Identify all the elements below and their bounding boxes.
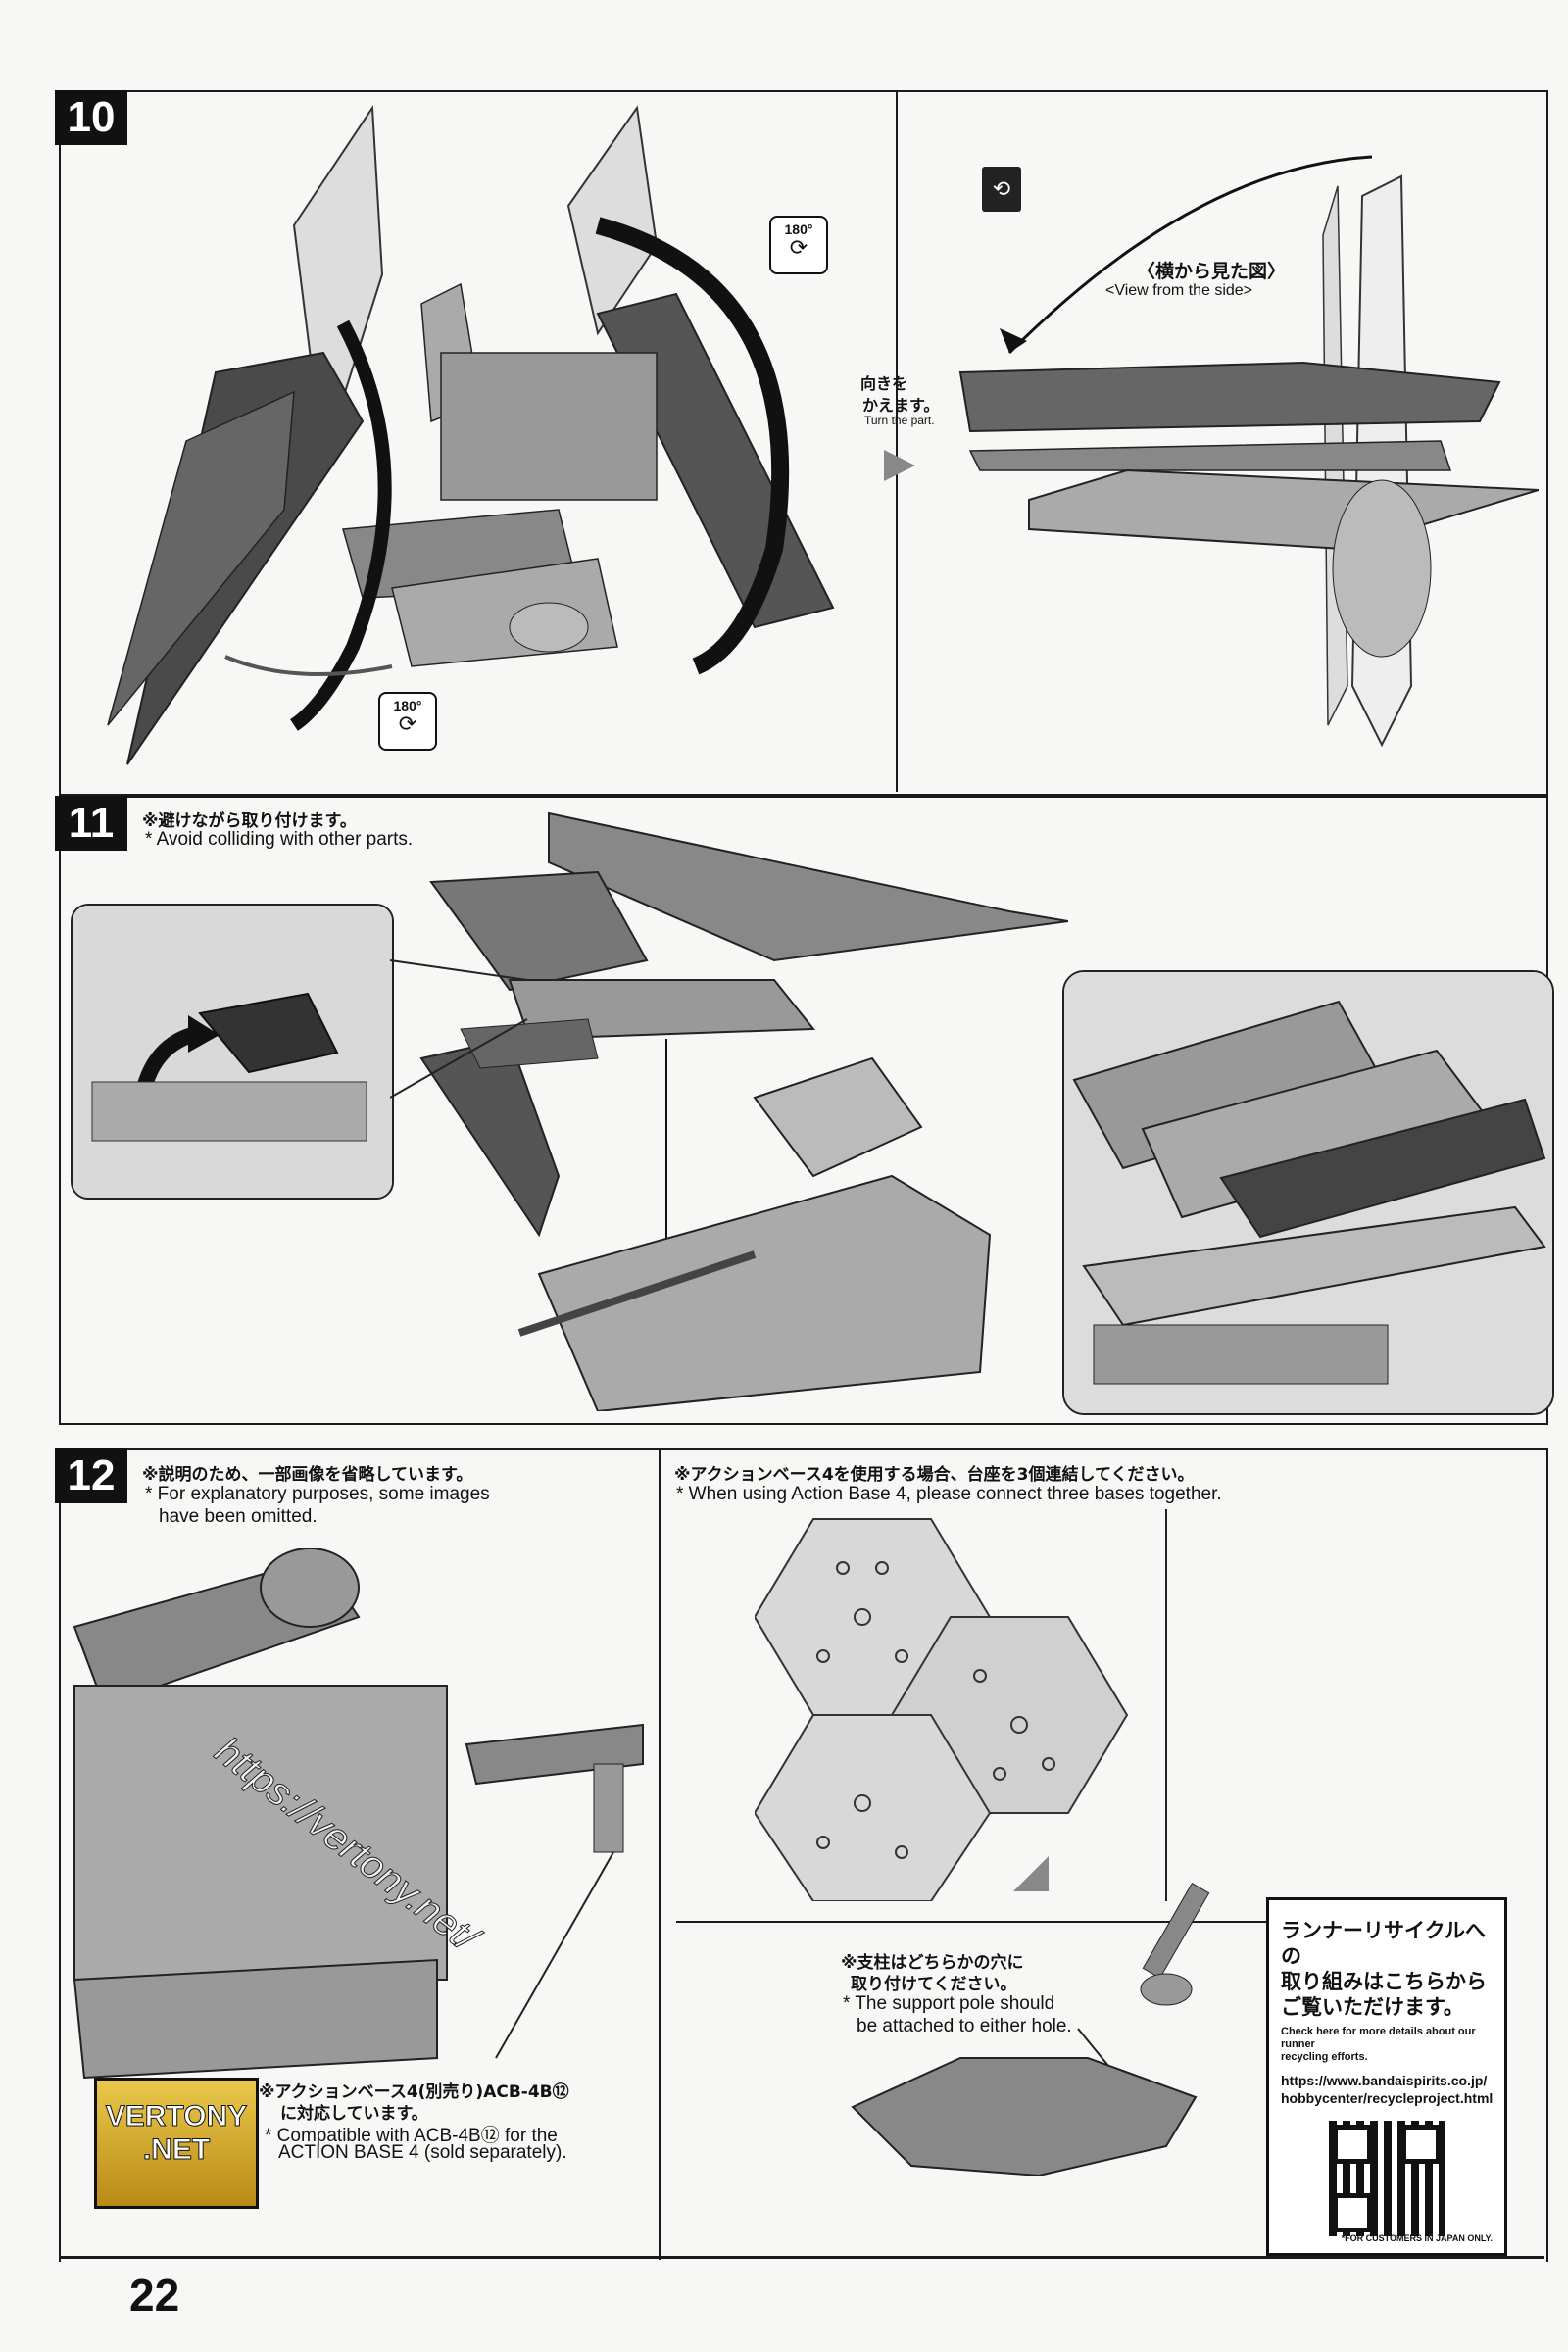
- step-10-panel: [59, 90, 1548, 796]
- recycle-url-1[interactable]: https://www.bandaispirits.co.jp/: [1281, 2073, 1488, 2088]
- rotate-180-badge-bottom: 180° ⟳: [378, 692, 437, 751]
- step-10-wing-illustration: [107, 104, 835, 765]
- step-11-note-jp: ※避けながら取り付けます。: [142, 811, 357, 831]
- step-10-divider: [896, 90, 898, 792]
- pole-note-jp-1: ※支柱はどちらかの穴に: [841, 1953, 1024, 1973]
- detail-illustration: [73, 906, 392, 1198]
- rotate-icon: ⟳: [789, 235, 808, 260]
- base-note-jp: ※アクションベース4を使用する場合、台座を3個連結してください。: [674, 1465, 1195, 1485]
- turn-part-jp-2: かえます。: [862, 396, 940, 415]
- pole-note-jp-2: 取り付けてください。: [851, 1975, 1017, 1994]
- step-11-detail-callout-left: [71, 904, 394, 1200]
- rotate-180-badge-top: 180° ⟳: [769, 216, 828, 274]
- compat-note-jp-2: に対応しています。: [280, 2104, 428, 2124]
- detail-illustration: [1064, 972, 1552, 1413]
- side-view-label-en: <View from the side>: [1105, 282, 1253, 299]
- qr-code-icon[interactable]: [1329, 2121, 1445, 2236]
- recycle-en-2: recycling efforts.: [1281, 2051, 1368, 2063]
- turn-part-en: Turn the part.: [864, 414, 935, 427]
- step-12-assembly-illustration: [73, 1548, 644, 2080]
- callout-lines: [390, 959, 528, 1099]
- rotate-180-label: 180°: [393, 698, 422, 713]
- compat-note-jp-1: ※アクションベース4(別売り)ACB-4B⑫: [259, 2082, 569, 2102]
- step-11-number: 11: [55, 796, 127, 851]
- recycle-en-1: Check here for more details about our ru…: [1281, 2026, 1476, 2050]
- step-11-main-illustration: [419, 811, 1068, 1411]
- page-bottom-rule: [59, 2256, 1544, 2259]
- logo-line-2: .NET: [142, 2133, 211, 2167]
- recycle-jp-3: ご覧いただけます。: [1281, 1995, 1464, 2019]
- step-12-horizontal-rule: [676, 1921, 1284, 1923]
- step-12-note-en-2: have been omitted.: [159, 1506, 318, 1527]
- recycle-footer: *FOR CUSTOMERS IN JAPAN ONLY.: [1341, 2233, 1493, 2243]
- side-view-icon: ⟲: [982, 167, 1021, 212]
- step-10-side-illustration: [958, 155, 1539, 748]
- step-12-note-jp: ※説明のため、一部画像を省略しています。: [142, 1465, 473, 1485]
- turn-part-jp-1: 向きを: [860, 374, 908, 393]
- rotate-180-label: 180°: [784, 221, 813, 237]
- down-arrow-icon: [1013, 1856, 1049, 1891]
- recycle-jp-1: ランナーリサイクルへの: [1281, 1919, 1486, 1968]
- step-11-note-en: * Avoid colliding with other parts.: [145, 829, 414, 850]
- step-12-panel: [59, 1448, 1548, 2262]
- pole-note-en-1: * The support pole should: [843, 1993, 1055, 2014]
- pole-note-en-2: be attached to either hole.: [857, 2016, 1072, 2036]
- step-11-detail-callout-right: [1062, 970, 1554, 1415]
- step-10-number: 10: [55, 90, 127, 145]
- logo-line-1: VERTONY: [105, 2100, 248, 2133]
- recycle-jp-2: 取り組みはこちらから: [1281, 1970, 1487, 1993]
- step-12-divider: [659, 1448, 661, 2260]
- hex-base-illustration: [755, 1509, 1167, 1901]
- vertony-logo: VERTONY .NET: [94, 2078, 259, 2209]
- recycle-url-2[interactable]: hobbycenter/recycleproject.html: [1281, 2090, 1494, 2106]
- base-connected-illustration: [851, 1883, 1210, 2176]
- base-note-en: * When using Action Base 4, please conne…: [676, 1484, 1222, 1504]
- side-view-label-jp: 〈横から見た図〉: [1137, 261, 1287, 282]
- step-12-number: 12: [55, 1448, 127, 1503]
- step-12-note-en-1: * For explanatory purposes, some images: [145, 1484, 490, 1504]
- compat-note-en-1: * Compatible with ACB-4B⑫ for the: [265, 2126, 558, 2146]
- rotate-icon: ⟳: [398, 711, 417, 736]
- compat-note-en-2: ACTION BASE 4 (sold separately).: [278, 2142, 567, 2163]
- right-arrow-icon: [884, 450, 915, 481]
- recycle-info-box: ランナーリサイクルへの 取り組みはこちらから ご覧いただけます。 Check h…: [1266, 1897, 1507, 2256]
- page-number: 22: [129, 2270, 180, 2321]
